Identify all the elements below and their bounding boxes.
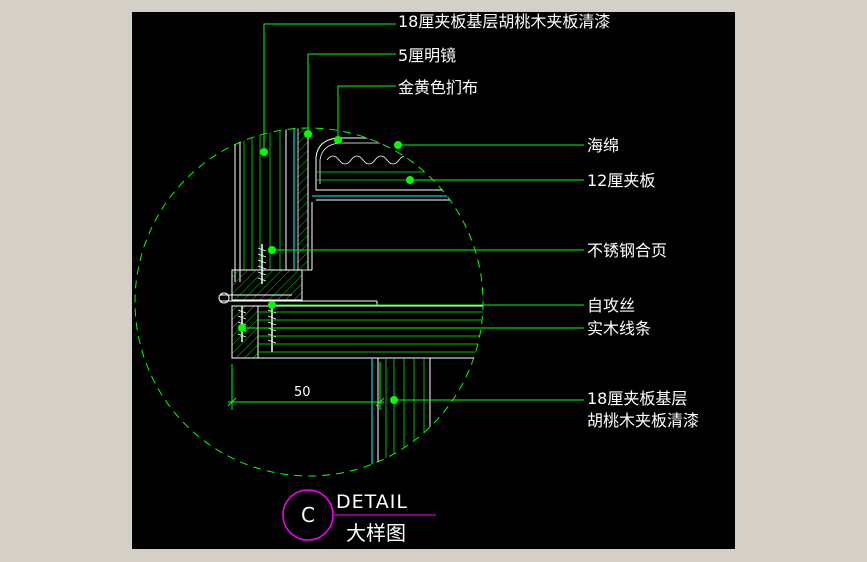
detail-drawing: 18厘夹板基层胡桃木夹板清漆 5厘明镜 金黄色扪布 海绵 12厘夹板 不锈钢合页… [134,12,699,545]
title-subtitle: 大样图 [346,521,406,545]
detail-circle [134,127,484,477]
mirror [293,128,313,271]
top-wall-panel [234,128,287,282]
dimension-value: 50 [294,385,311,400]
leader-top-panel [263,23,396,152]
hinge-block [218,269,378,307]
leader-mirror [307,53,396,134]
label-screw: 自攻丝 [587,296,635,315]
leader-lines [242,23,584,401]
drawing-canvas[interactable]: 18厘夹板基层胡桃木夹板清漆 5厘明镜 金黄色扪布 海绵 12厘夹板 不锈钢合页… [132,12,735,549]
title-letter: C [301,503,315,527]
label-wood-strip: 实木线条 [587,319,651,338]
wood-strip [231,305,483,359]
label-hinge: 不锈钢合页 [587,241,667,260]
upholstery [312,137,473,201]
leader-fabric [337,85,396,140]
title-circle [282,489,334,541]
dimension-50 [227,362,385,410]
label-sponge: 海绵 [587,136,619,155]
label-top-panel: 18厘夹板基层胡桃木夹板清漆 [398,12,610,31]
label-bottom-panel-line1: 18厘夹板基层 [587,389,687,408]
title-heading: DETAIL [336,491,408,513]
label-plywood: 12厘夹板 [587,171,655,190]
section-geometry [218,128,483,476]
label-fabric: 金黄色扪布 [398,78,478,97]
label-bottom-panel-line2: 胡桃木夹板清漆 [587,411,699,430]
label-mirror: 5厘明镜 [398,46,456,65]
leader-dots [238,130,414,404]
bottom-wall-panel [371,358,431,476]
